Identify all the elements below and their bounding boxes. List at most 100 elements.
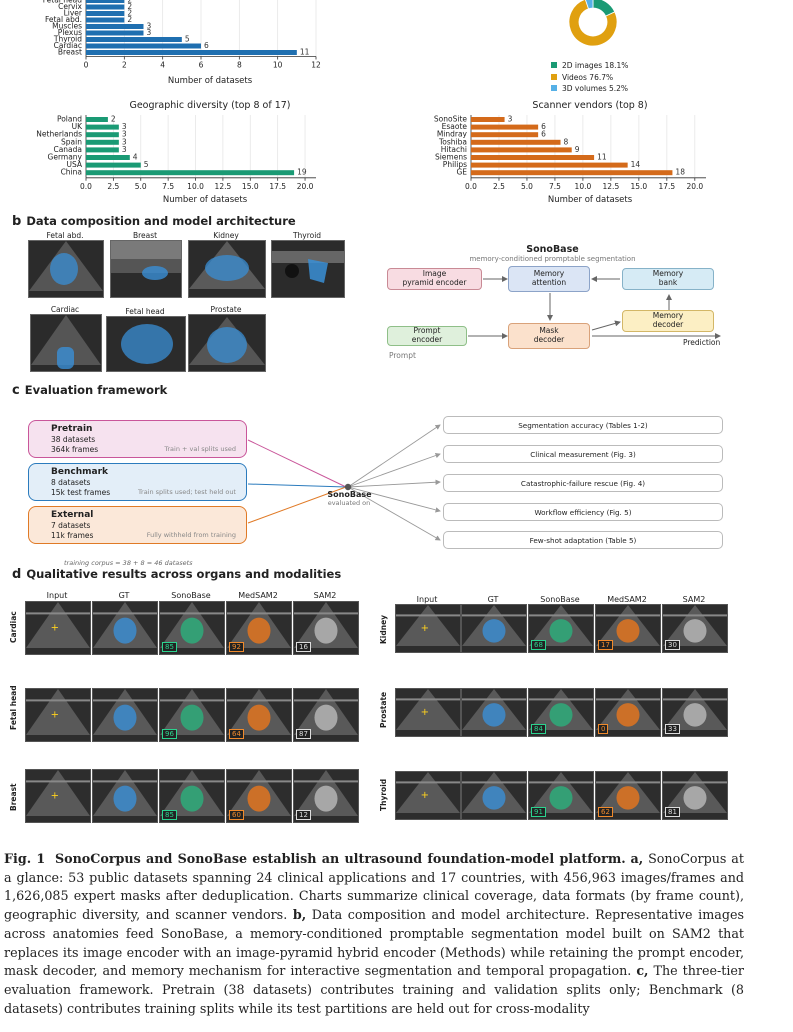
us-texture bbox=[93, 780, 157, 783]
dice-score: 85 bbox=[162, 642, 177, 652]
caption-headline: SonoCorpus and SonoBase establish an ult… bbox=[54, 851, 626, 866]
bar bbox=[86, 11, 125, 16]
panel-title: Evaluation framework bbox=[24, 383, 168, 397]
column-header: SAM2 bbox=[313, 591, 337, 600]
prediction-label: Prediction bbox=[683, 338, 721, 347]
us-texture bbox=[227, 699, 291, 702]
tile-image bbox=[462, 772, 526, 813]
category-label: GE bbox=[456, 168, 467, 177]
x-tick-label: 20.0 bbox=[297, 182, 314, 191]
caption-figure-number: Fig. 1 bbox=[4, 851, 46, 866]
sam2-mask bbox=[683, 786, 707, 810]
panel-c-heading: c Evaluation framework bbox=[12, 383, 167, 398]
caption-text-c: The three-tier evaluation framework. Pre… bbox=[4, 963, 744, 1016]
bar bbox=[86, 132, 119, 138]
data-label: 19 bbox=[297, 168, 307, 177]
output-clinical-measurement: Clinical measurement (Fig. 3) bbox=[443, 445, 723, 463]
pie-slice bbox=[568, 0, 618, 47]
caption-text-b: Data composition and model architecture.… bbox=[4, 907, 744, 979]
tier-name: External bbox=[51, 510, 94, 520]
bar bbox=[86, 4, 125, 10]
mask-overlay bbox=[180, 617, 204, 644]
tier-datasets: 7 datasets bbox=[51, 521, 91, 531]
us-sector bbox=[26, 602, 90, 648]
legend-label: Videos 76.7% bbox=[562, 72, 614, 82]
image-caption: Fetal head bbox=[125, 307, 165, 316]
tile-image bbox=[160, 689, 224, 735]
result-tile: 33 bbox=[662, 688, 728, 737]
panel-title: Data composition and model architecture bbox=[26, 214, 296, 228]
mask-overlay bbox=[549, 786, 573, 810]
data-label: 11 bbox=[597, 153, 607, 162]
bar bbox=[86, 50, 297, 55]
panel-letter: d bbox=[12, 567, 22, 582]
vendor-xlabel: Number of datasets bbox=[547, 195, 633, 205]
us-texture bbox=[396, 614, 460, 617]
x-tick-label: 2 bbox=[122, 61, 127, 70]
data-label: 9 bbox=[575, 145, 580, 154]
bar bbox=[86, 30, 144, 36]
result-tile: 81 bbox=[662, 771, 728, 820]
us-texture bbox=[663, 781, 727, 784]
dice-score: 30 bbox=[665, 640, 680, 650]
panel-letter: c bbox=[12, 383, 20, 398]
dice-score: 81 bbox=[665, 807, 680, 817]
category-label: Plexus bbox=[58, 28, 82, 37]
tile-image: + bbox=[396, 772, 460, 813]
row-label: Cardiac bbox=[9, 611, 18, 643]
tile-image bbox=[227, 770, 291, 816]
result-tile: 91 bbox=[528, 771, 594, 820]
tier-datasets: 8 datasets bbox=[51, 478, 91, 488]
donut-legend: 2D images 18.1% Videos 76.7% 3D volumes … bbox=[551, 60, 628, 95]
us-texture bbox=[160, 699, 224, 702]
us-sector bbox=[396, 605, 460, 646]
us-sector bbox=[26, 689, 90, 735]
tile-image bbox=[294, 770, 358, 816]
result-tile: 96 bbox=[159, 688, 225, 742]
memory-bank-block: Memory bank bbox=[622, 268, 714, 290]
x-tick-label: 0 bbox=[84, 61, 89, 70]
tile-image bbox=[294, 602, 358, 648]
us-texture bbox=[596, 614, 660, 617]
us-texture bbox=[26, 780, 90, 783]
data-format-donut bbox=[568, 0, 618, 47]
corpus-footnote: training corpus = 38 + 8 = 46 datasets bbox=[64, 559, 193, 567]
result-tile bbox=[461, 688, 527, 737]
column-header: SonoBase bbox=[540, 595, 580, 604]
us-texture bbox=[596, 781, 660, 784]
result-tile: 0 bbox=[595, 688, 661, 737]
tile-image: + bbox=[26, 602, 90, 648]
mask-overlay bbox=[113, 785, 137, 812]
column-header: Input bbox=[416, 595, 438, 604]
bar bbox=[86, 162, 141, 168]
evaluation-connectors bbox=[247, 424, 441, 541]
category-label: Toshiba bbox=[438, 137, 467, 146]
us-texture bbox=[663, 698, 727, 701]
us-texture bbox=[462, 614, 526, 617]
mask-overlay bbox=[247, 617, 271, 644]
sam2-mask bbox=[683, 619, 707, 643]
data-label: 14 bbox=[631, 160, 641, 169]
category-label: Spain bbox=[61, 137, 82, 146]
caption-text-a: SonoCorpus at a glance: 53 public datase… bbox=[4, 851, 744, 923]
tile-image bbox=[663, 689, 727, 730]
dice-score: 87 bbox=[296, 729, 311, 739]
x-tick-label: 12 bbox=[311, 61, 321, 70]
us-sector bbox=[396, 689, 460, 730]
us-image-kidney bbox=[188, 240, 266, 298]
x-tick-label: 5.0 bbox=[135, 182, 147, 191]
result-tile: + bbox=[25, 601, 91, 655]
tile-image bbox=[663, 605, 727, 646]
tier-external: External 7 datasets 11k frames Fully wit… bbox=[28, 506, 247, 544]
x-tick-label: 0.0 bbox=[465, 182, 477, 191]
data-label: 6 bbox=[204, 41, 209, 50]
tier-frames: 11k frames bbox=[51, 530, 94, 540]
sam2-mask bbox=[314, 704, 338, 731]
category-label: Muscles bbox=[52, 22, 82, 31]
tile-image bbox=[529, 689, 593, 730]
tile-image bbox=[227, 689, 291, 735]
tier-frames: 15k test frames bbox=[51, 487, 111, 497]
tier-name: Pretrain bbox=[51, 424, 93, 434]
us-texture bbox=[227, 612, 291, 615]
